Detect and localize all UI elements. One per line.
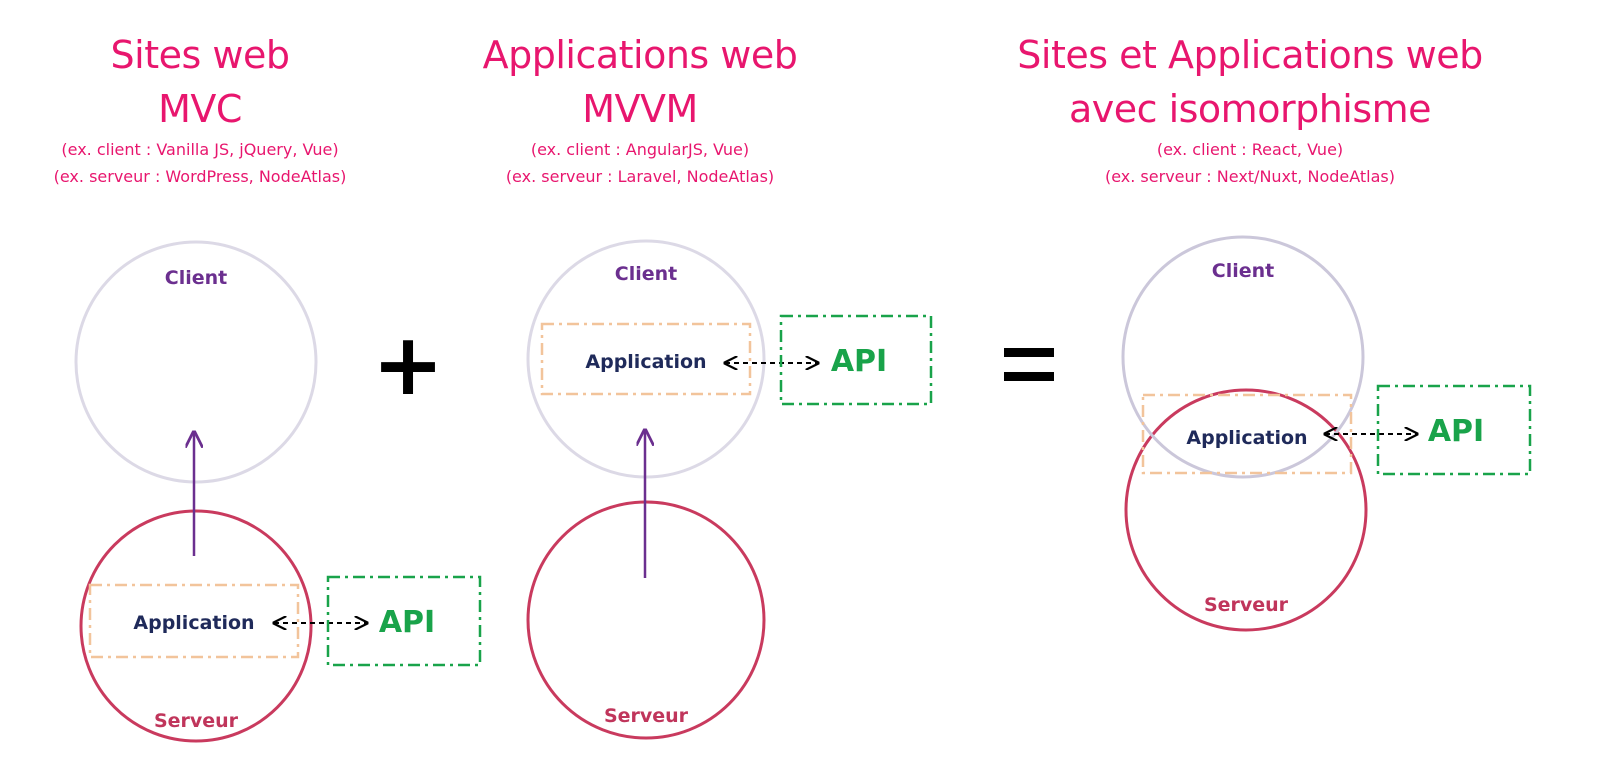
client-label: Client	[615, 263, 677, 285]
application-label: Application	[133, 612, 254, 634]
column-title-line1: Sites web	[110, 33, 290, 77]
api-box	[779, 314, 933, 406]
column-heading-mvc: Sites web MVC (ex. client : Vanilla JS, …	[0, 28, 400, 190]
mvc-diagram: Client Serveur Application API	[74, 240, 482, 743]
server-examples: (ex. serveur : Laravel, NodeAtlas)	[505, 167, 775, 186]
api-label: API	[379, 605, 435, 640]
column-title-line1: Applications web	[482, 33, 798, 77]
server-examples: (ex. serveur : Next/Nuxt, NodeAtlas)	[1104, 167, 1395, 186]
column-heading-mvvm: Applications web MVVM (ex. client : Angu…	[440, 28, 840, 190]
client-circle	[74, 240, 318, 484]
column-heading-isomorphism: Sites et Applications web avec isomorphi…	[980, 28, 1520, 190]
application-label: Application	[1186, 427, 1307, 449]
client-examples: (ex. client : AngularJS, Vue)	[530, 140, 750, 159]
api-label: API	[1428, 414, 1484, 449]
client-examples: (ex. client : Vanilla JS, jQuery, Vue)	[61, 140, 339, 159]
equals-operator	[1004, 348, 1054, 381]
column-title-line2: MVC	[158, 87, 242, 131]
server-examples: (ex. serveur : WordPress, NodeAtlas)	[53, 167, 347, 186]
client-label: Client	[1212, 260, 1274, 282]
isomorphic-diagram: Client Serveur Application API	[1121, 235, 1532, 632]
api-box	[326, 575, 482, 667]
client-examples: (ex. client : React, Vue)	[1156, 140, 1344, 159]
api-box	[1376, 384, 1532, 476]
server-label: Serveur	[1204, 594, 1289, 616]
client-label: Client	[165, 267, 227, 289]
plus-operator: +	[372, 315, 444, 415]
server-label: Serveur	[604, 705, 689, 727]
client-circle	[1121, 235, 1365, 479]
column-title-line2: avec isomorphisme	[1068, 87, 1432, 131]
server-circle	[1124, 388, 1368, 632]
server-label: Serveur	[154, 710, 239, 732]
api-label: API	[831, 344, 887, 379]
application-box	[1141, 393, 1353, 475]
application-label: Application	[585, 351, 706, 373]
column-title-line2: MVVM	[582, 87, 698, 131]
mvvm-diagram: Client Serveur Application API	[526, 239, 933, 740]
column-title-line1: Sites et Applications web	[1017, 33, 1483, 77]
